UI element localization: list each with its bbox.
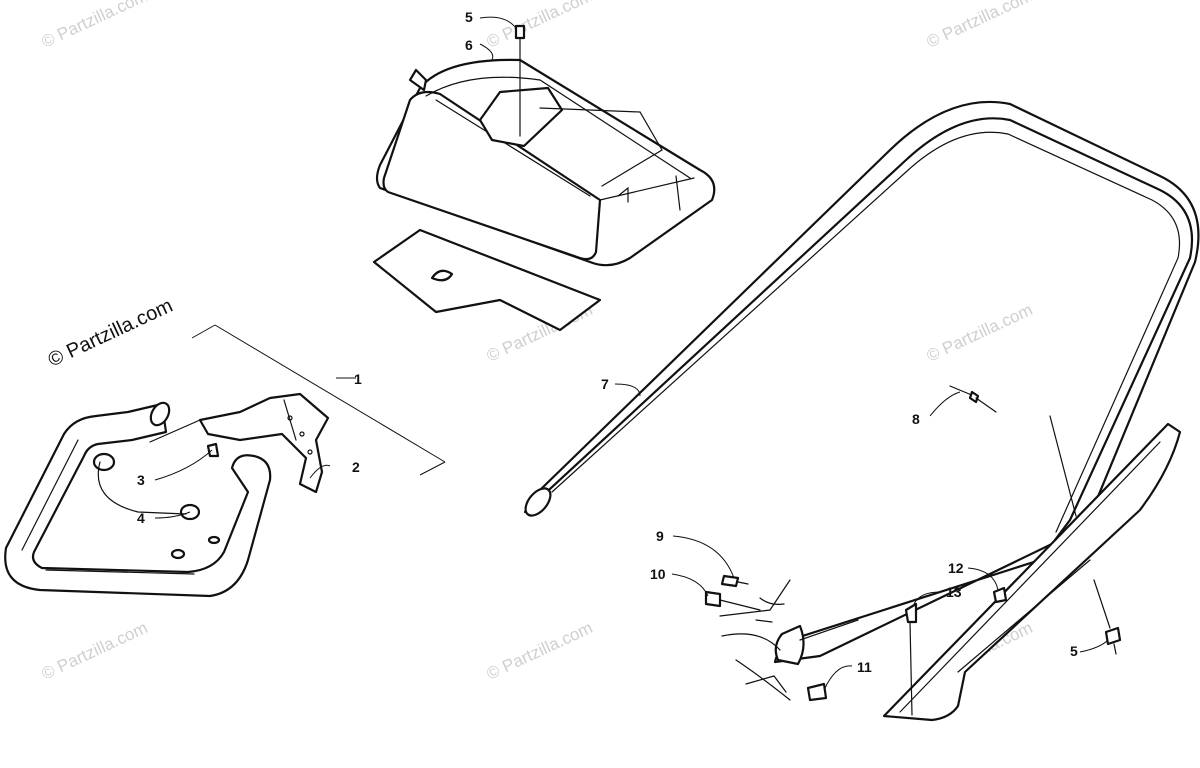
callouts: 1 2 3 4 5 6 7 8 9 10 11 12 13 5: [137, 9, 1078, 675]
callout-8: 8: [912, 411, 920, 427]
callout-5: 5: [465, 9, 473, 25]
callout-4: 4: [137, 510, 145, 526]
callout-6: 6: [465, 37, 473, 53]
callout-10: 10: [650, 566, 666, 582]
callout-5: 5: [1070, 643, 1078, 659]
pin-8: [949, 385, 1077, 517]
callout-11: 11: [857, 659, 872, 675]
side-rail: [882, 422, 1182, 722]
cap-5b: [1093, 579, 1122, 655]
callout-2: 2: [352, 459, 360, 475]
fasteners: [704, 574, 828, 702]
brand-label: © Partzilla.com: [45, 295, 176, 372]
watermark: © Partzilla.com: [924, 300, 1036, 366]
storage-bag: [372, 24, 716, 332]
callout-1: 1: [354, 371, 362, 387]
vehicle-body-fragment: [719, 579, 791, 701]
leader-lines: [154, 16, 1109, 691]
tube-frame: [523, 100, 1200, 666]
watermark: © Partzilla.com: [484, 0, 596, 52]
watermark: © Partzilla.com: [924, 0, 1036, 52]
bumper-assembly: [4, 392, 330, 598]
watermark: © Partzilla.com: [39, 0, 151, 52]
watermark: © Partzilla.com: [39, 618, 151, 684]
watermark: © Partzilla.com: [484, 618, 596, 684]
callout-13: 13: [946, 584, 962, 600]
callout-12: 12: [948, 560, 964, 576]
callout-3: 3: [137, 472, 145, 488]
group-bracket: [191, 324, 446, 476]
callout-7: 7: [601, 376, 609, 392]
callout-9: 9: [656, 528, 664, 544]
